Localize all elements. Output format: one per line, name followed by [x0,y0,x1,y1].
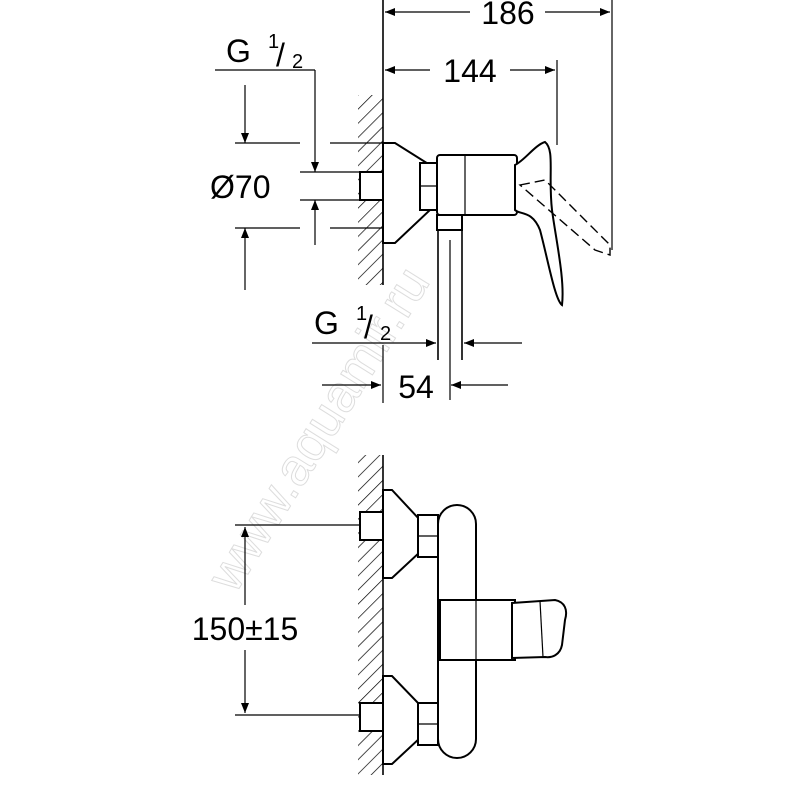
handle-knob [511,598,568,660]
lever-open-position [518,179,611,256]
escutcheon-upper [382,489,421,579]
lever [514,140,564,307]
svg-text:1: 1 [356,303,367,325]
dim-144: 144 [443,53,496,89]
dim-54: 54 [398,369,434,405]
svg-text:2: 2 [292,51,303,73]
svg-text:G: G [226,33,251,69]
nipple-lower [359,702,384,732]
dim-150-15: 150±15 [192,611,299,647]
dim-186: 186 [481,0,534,31]
thread-top-label: G 1 / 2 [226,31,303,73]
svg-text:G: G [314,305,339,341]
escutcheon-lower [382,675,421,765]
svg-text:2: 2 [380,323,391,345]
outlet [436,214,463,231]
front-view: 150±15 [192,455,568,775]
dim-diameter-70: Ø70 [210,169,270,205]
nipple-upper [359,511,384,541]
nipple [359,171,384,201]
svg-text:/: / [364,309,373,345]
mixer-body [436,154,518,216]
side-view: 186 144 G 1 / 2 Ø70 [210,0,613,405]
svg-text:1: 1 [268,31,279,53]
cartridge-housing [439,599,516,661]
thread-bottom-label: G 1 / 2 [314,303,391,345]
svg-text:/: / [276,37,285,73]
